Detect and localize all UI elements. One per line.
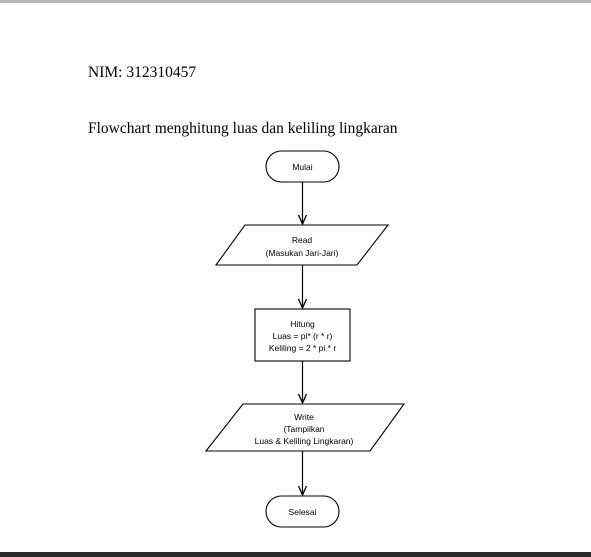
- input-line-1: Read: [292, 235, 313, 245]
- output-line-2: (Tampilkan: [283, 424, 324, 434]
- input-parallelogram: Read (Masukan Jari-Jari): [214, 224, 390, 266]
- process-rectangle: Hitung Luas = pi* (r * r) Keliling = 2 *…: [254, 308, 351, 362]
- end-label: Selesai: [289, 507, 317, 517]
- output-parallelogram: Write (Tampilkan Luas & Keliling Lingkar…: [204, 403, 406, 452]
- output-line-3: Luas & Keliling Lingkaran): [255, 436, 354, 446]
- end-terminator: Selesai: [265, 495, 340, 528]
- student-id-line: NIM: 312310457: [88, 64, 197, 81]
- page-bottom-edge: [0, 552, 591, 557]
- process-line-2: Luas = pi* (r * r): [273, 331, 333, 341]
- start-terminator: Mulai: [265, 150, 340, 183]
- process-line-1: Hitung: [290, 319, 315, 329]
- output-line-1: Write: [294, 412, 314, 422]
- start-label: Mulai: [292, 162, 312, 172]
- page-top-edge: [0, 0, 591, 3]
- document-title: Flowchart menghitung luas dan keliling l…: [88, 120, 398, 137]
- process-line-3: Keliling = 2 * pi * r: [269, 343, 336, 353]
- input-line-2: (Masukan Jari-Jari): [266, 248, 339, 258]
